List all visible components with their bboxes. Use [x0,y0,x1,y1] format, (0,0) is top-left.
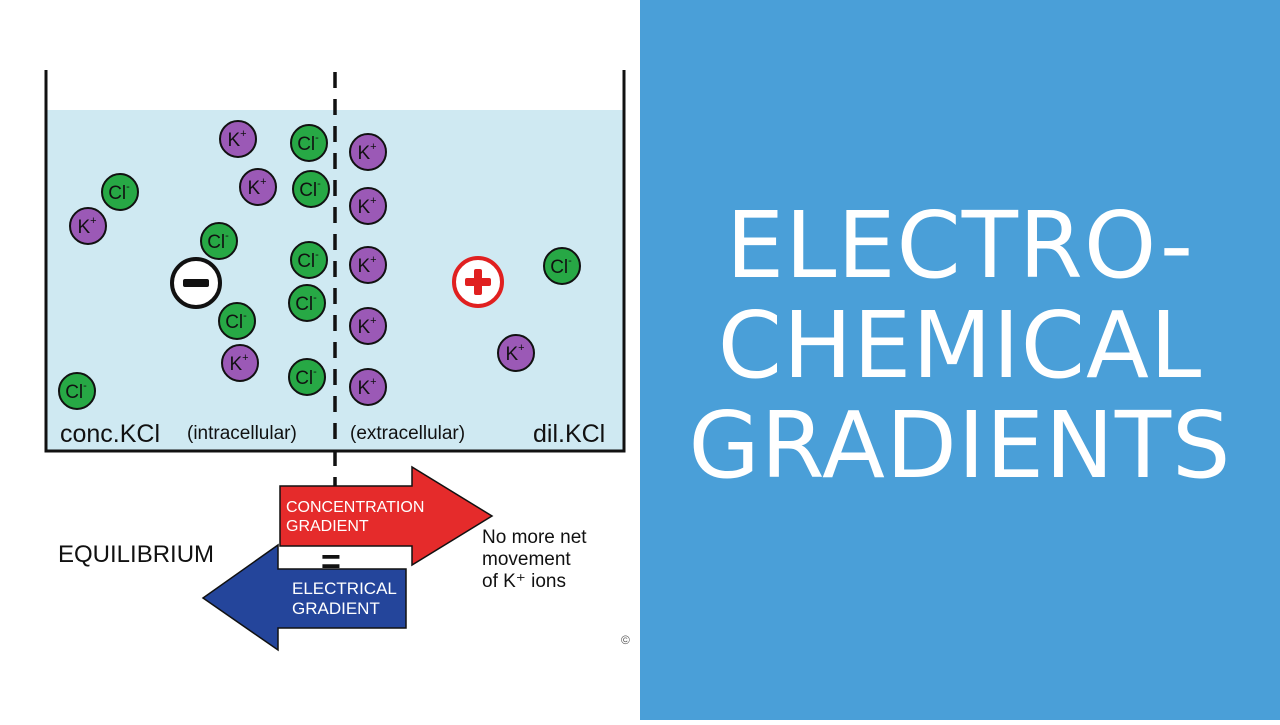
net-movement-line2: movement [482,549,571,570]
equilibrium-label: EQUILIBRIUM [58,541,214,568]
concentration-gradient-arrow: CONCENTRATION GRADIENT [279,465,494,567]
ion-group: K+Cl-K+Cl-K+Cl-Cl-Cl-Cl-Cl-K+Cl-Cl-K+K+K… [58,120,581,410]
potassium-ion: K+ [349,246,387,284]
ion-circle [349,187,387,225]
ion-label: Cl- [297,132,319,155]
net-movement-line1: No more net [482,527,587,548]
potassium-ion: K+ [349,133,387,171]
potassium-ion: K+ [349,307,387,345]
ion-label: Cl- [207,230,229,253]
chloride-ion: Cl- [290,124,328,162]
electrical-gradient-line1: ELECTRICAL [292,579,397,598]
chloride-ion: Cl- [101,173,139,211]
title-line-2: CHEMICAL [717,292,1203,399]
ion-circle [290,241,328,279]
chloride-ion: Cl- [288,358,326,396]
ion-circle [221,344,259,382]
ion-circle [288,358,326,396]
potassium-ion: K+ [349,368,387,406]
label-conc-kcl: conc.KCl [60,420,160,448]
ion-circle [497,334,535,372]
negative-charge-icon [170,257,222,309]
potassium-ion: K+ [219,120,257,158]
net-movement-line3: of K⁺ ions [482,571,566,592]
label-dil-kcl: dil.KCl [533,420,605,448]
ion-circle [290,124,328,162]
ion-circle [349,307,387,345]
ion-circle [292,170,330,208]
positive-charge-icon [452,256,504,308]
ion-circle [288,284,326,322]
title-panel: ELECTRO- CHEMICAL GRADIENTS [640,0,1280,720]
chloride-ion: Cl- [58,372,96,410]
potassium-ion: K+ [239,168,277,206]
diagram-panel: K+Cl-K+Cl-K+Cl-Cl-Cl-Cl-Cl-K+Cl-Cl-K+K+K… [0,0,640,720]
ion-circle [218,302,256,340]
potassium-ion: K+ [497,334,535,372]
ion-label: Cl- [108,181,130,204]
electrochemical-diagram: K+Cl-K+Cl-K+Cl-Cl-Cl-Cl-Cl-K+Cl-Cl-K+K+K… [44,70,630,652]
electrical-gradient-line2: GRADIENT [292,599,380,618]
ion-label: Cl- [299,178,321,201]
label-extracellular: (extracellular) [350,423,465,444]
ion-circle [200,222,238,260]
ion-circle [349,246,387,284]
label-intracellular: (intracellular) [187,423,297,444]
ion-label: Cl- [550,255,572,278]
ion-label: Cl- [297,249,319,272]
ion-label: Cl- [295,366,317,389]
ion-circle [239,168,277,206]
ion-circle [349,368,387,406]
ion-label: Cl- [65,380,87,403]
chloride-ion: Cl- [218,302,256,340]
potassium-ion: K+ [69,207,107,245]
concentration-gradient-line1: CONCENTRATION [286,499,424,516]
copyright-mark: © [621,633,630,647]
ion-circle [543,247,581,285]
ion-label: Cl- [225,310,247,333]
electrical-gradient-arrow: ELECTRICAL GRADIENT [201,543,407,652]
potassium-ion: K+ [221,344,259,382]
potassium-ion: K+ [349,187,387,225]
title-line-3: GRADIENTS [688,392,1232,499]
chloride-ion: Cl- [290,241,328,279]
ion-circle [101,173,139,211]
ion-circle [349,133,387,171]
chloride-ion: Cl- [200,222,238,260]
chloride-ion: Cl- [292,170,330,208]
ion-circle [69,207,107,245]
title-line-1: ELECTRO- [725,192,1195,299]
ion-label: Cl- [295,292,317,315]
chloride-ion: Cl- [543,247,581,285]
ion-circle [219,120,257,158]
chloride-ion: Cl- [288,284,326,322]
ion-circle [58,372,96,410]
concentration-gradient-line2: GRADIENT [286,518,369,535]
